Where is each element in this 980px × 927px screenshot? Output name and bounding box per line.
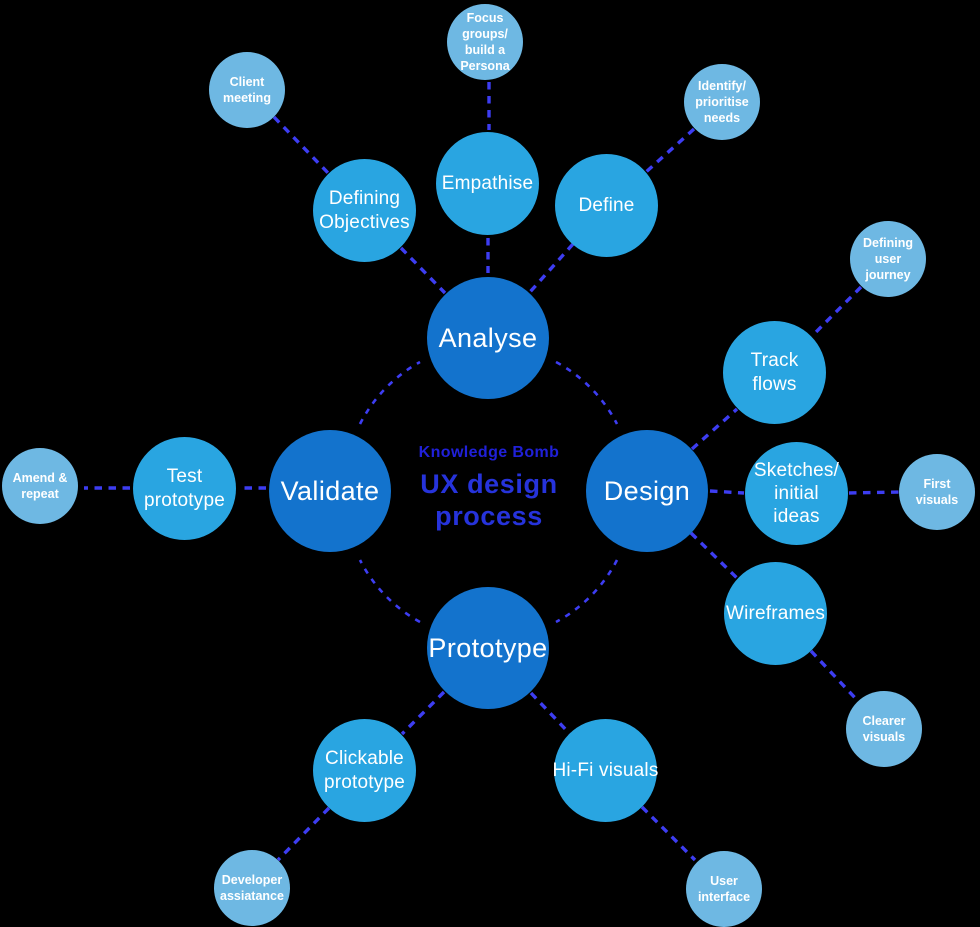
node-validate: Validate <box>269 430 391 552</box>
connector-identify-define <box>644 127 696 174</box>
connector-design-sketches <box>709 489 745 495</box>
node-test-prototype-label: Test prototype <box>143 466 226 511</box>
node-developer-assistance-label: Developer assiatance <box>220 872 284 903</box>
node-client-meeting: Client meeting <box>209 52 285 128</box>
node-test-prototype: Test prototype <box>133 437 236 540</box>
connector-design-prototype <box>555 559 619 624</box>
connector-prototype-validate <box>358 559 421 624</box>
node-clickable-prototype: Clickable prototype <box>313 719 416 822</box>
node-defining-objectives: Defining Objectives <box>313 159 416 262</box>
node-focus-groups-label: Focus groups/ build a Persona <box>460 10 510 74</box>
node-first-visuals-label: First visuals <box>915 476 959 507</box>
center-title-line2: process <box>435 501 543 531</box>
node-first-visuals: First visuals <box>899 454 975 530</box>
connector-design-wireframes <box>689 531 739 580</box>
connector-wireframes-clearer-visuals <box>809 649 860 703</box>
connector-validate-analyse <box>358 360 421 425</box>
node-amend-repeat-label: Amend & repeat <box>12 470 68 501</box>
node-analyse: Analyse <box>427 277 549 399</box>
node-prototype: Prototype <box>427 587 549 709</box>
connector-clickable-developer <box>276 806 331 862</box>
connector-defining-objectives-analyse <box>399 246 447 295</box>
node-validate-label: Validate <box>280 475 380 506</box>
node-wireframes-label: Wireframes <box>725 602 826 624</box>
connector-prototype-clickable <box>400 690 446 736</box>
node-track-flows: Track flows <box>723 321 826 424</box>
connector-prototype-hifi <box>529 691 572 736</box>
node-clearer-visuals: Clearer visuals <box>846 691 922 767</box>
node-analyse-label: Analyse <box>438 322 538 353</box>
node-track-flows-label: Track flows <box>750 350 799 395</box>
node-sketches-initial-ideas-label: Sketches/ initial ideas <box>753 459 840 528</box>
node-clearer-visuals-label: Clearer visuals <box>862 713 906 744</box>
node-define: Define <box>555 154 658 257</box>
node-amend-repeat: Amend & repeat <box>2 448 78 524</box>
connector-hifi-user-interface <box>640 805 697 862</box>
center-title: Knowledge Bomb UX design process <box>378 444 600 532</box>
connector-define-analyse <box>528 242 575 294</box>
node-clickable-prototype-label: Clickable prototype <box>323 748 406 793</box>
node-define-label: Define <box>578 194 635 216</box>
node-user-interface: User interface <box>686 851 762 927</box>
connector-sketches-first-visuals <box>848 490 901 495</box>
node-empathise-label: Empathise <box>441 172 534 194</box>
node-user-interface-label: User interface <box>697 873 751 904</box>
node-empathise: Empathise <box>436 132 539 235</box>
center-title-eyebrow: Knowledge Bomb <box>418 444 560 461</box>
node-hifi-visuals-label: Hi-Fi visuals <box>552 759 659 781</box>
node-sketches-initial-ideas: Sketches/ initial ideas <box>745 442 848 545</box>
node-developer-assistance: Developer assiatance <box>214 850 290 926</box>
node-design: Design <box>586 430 708 552</box>
connector-journey-track-flows <box>811 285 863 337</box>
node-identify-needs-label: Identify/ prioritise needs <box>695 78 749 126</box>
connector-analyse-design <box>555 360 619 425</box>
node-design-label: Design <box>603 475 691 506</box>
connector-client-defining-objectives <box>272 115 332 177</box>
node-wireframes: Wireframes <box>724 562 827 665</box>
node-defining-user-journey: Defining user journey <box>850 221 926 297</box>
node-defining-user-journey-label: Defining user journey <box>863 235 913 283</box>
connector-design-track-flows <box>690 407 739 451</box>
node-hifi-visuals: Hi-Fi visuals <box>552 719 659 822</box>
center-title-line1: UX design <box>420 469 558 499</box>
node-defining-objectives-label: Defining Objectives <box>319 188 410 233</box>
node-client-meeting-label: Client meeting <box>223 74 271 105</box>
node-identify-needs: Identify/ prioritise needs <box>684 64 760 140</box>
node-prototype-label: Prototype <box>428 632 548 663</box>
node-focus-groups: Focus groups/ build a Persona <box>447 4 523 80</box>
